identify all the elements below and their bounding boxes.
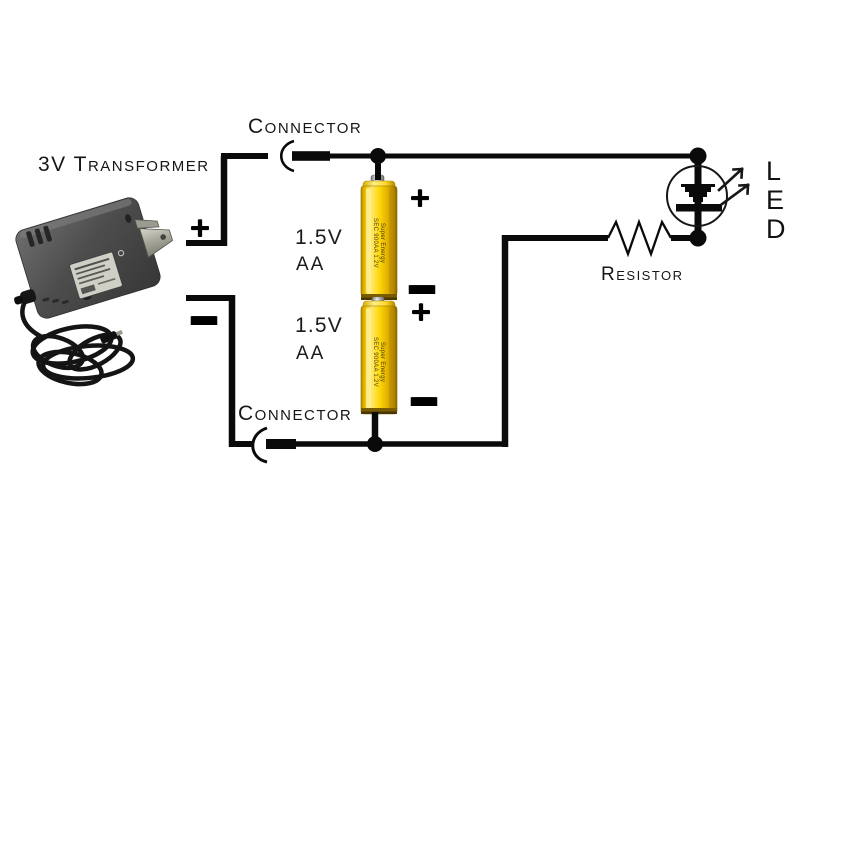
screw-hole [125,214,132,223]
strain-relief-tip [14,295,24,305]
battery-2 [360,296,398,415]
transformer-minus-sign: − [187,276,221,364]
battery-bottom-edge [361,411,397,414]
battery-print-line: SEC 900AA 1.2V [372,218,379,268]
led-cathode-bar [676,204,722,212]
battery2-print: Super Energy SEC 900AA 1.2V [371,320,386,404]
led-symbol [666,156,750,238]
connector-top-label: Connector [248,115,363,138]
led-letter: L [766,156,782,186]
led-light-arrows [717,167,750,206]
resistor-label: Resistor [601,264,684,285]
connector-arc-bottom [251,426,268,464]
transformer-plus-sign: + [188,212,212,244]
adapter-mark [117,250,125,257]
battery-shade [389,308,395,412]
led-circle [666,165,728,227]
resistor-zigzag [606,218,673,258]
battery-1 [360,174,398,300]
battery2-minus-sign: − [407,357,441,445]
adapter-side-vents [42,297,69,305]
battery-print-line: Super Energy [379,222,385,264]
junction-dot [367,436,383,452]
battery2-plus-sign: + [409,296,433,328]
battery-highlight [366,308,371,412]
transformer-label: 3V Transformer [38,153,210,176]
battery1-minus-sign: − [405,245,439,333]
battery-highlight [366,188,371,294]
connector-plug-bottom [266,439,296,449]
adapter-label [69,251,123,300]
battery-print-line: Super Energy [379,341,385,383]
battery1-size-label: AA [296,254,326,275]
prong-hole [160,234,166,240]
led-letter: D [766,214,786,244]
led-label: L E D [766,157,786,244]
connector-bottom-label: Connector [238,402,353,425]
battery1-plus-sign: + [408,182,432,214]
circuit-wires [186,139,698,464]
battery2-size-label: AA [296,343,326,364]
battery1-voltage-label: 1.5V [295,226,343,249]
battery-bottom-band [361,294,397,299]
plug-prongs [134,219,174,258]
connector-plug-top [292,151,330,161]
transformer-photo [14,197,174,387]
led-letter: E [766,185,785,215]
battery1-print: Super Energy SEC 900AA 1.2V [371,201,386,285]
battery2-voltage-label: 1.5V [295,314,343,337]
battery-shade [389,188,395,294]
dc-plug [100,330,123,344]
connector-arc-top [279,139,295,173]
adapter-vents [26,225,52,247]
battery-print-line: SEC 900AA 1.2V [372,337,379,387]
battery-bottom-band [361,408,397,413]
junction-dot [370,148,386,164]
led-triangle [681,184,715,208]
